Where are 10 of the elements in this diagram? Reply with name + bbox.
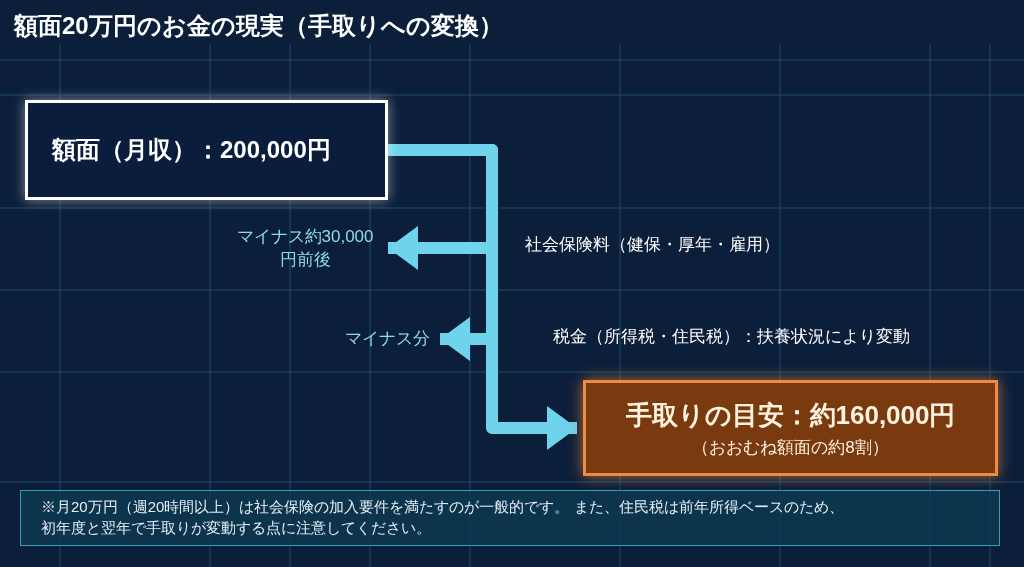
note-box: ※月20万円（週20時間以上）は社会保険の加入要件を満たすのが一般的です。 また、住民税は前年所得ベースのため、初年度と翌年で手取りが変動する点に注意してください。 (20, 490, 1000, 546)
deduction-text: マイナス分 (290, 322, 430, 356)
gross-income-box: 額面（月収）：200,000円 (25, 100, 388, 200)
take-home-note: （おおむね額面の約8割） (692, 436, 889, 459)
take-home-amount: 手取りの目安：約160,000円 (625, 398, 956, 432)
deduction-label: 社会保険料（健保・厚年・雇用） (525, 234, 780, 256)
title: 額面20万円のお金の現実（手取りへの変換） (14, 11, 503, 41)
deduction-text: マイナス約30,000円前後 (232, 222, 378, 274)
take-home-box (583, 380, 998, 476)
deduction-label: 税金（所得税・住民税）：扶養状況により変動 (553, 326, 910, 348)
